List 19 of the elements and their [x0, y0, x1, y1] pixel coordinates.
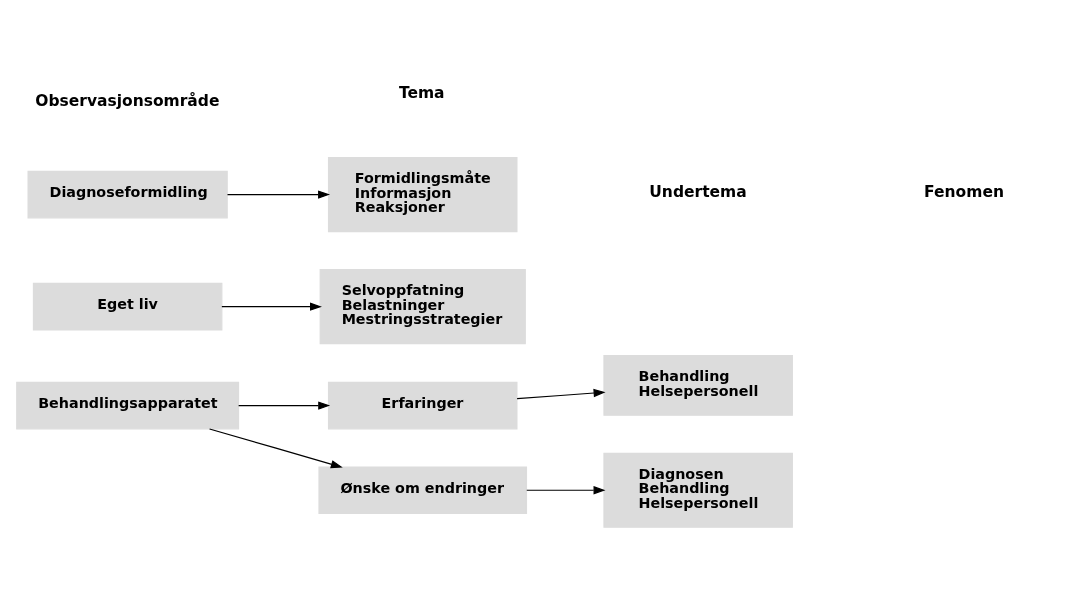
- arrow: [226, 190, 331, 199]
- node-box: Diagnosen Behandling Helsepersonell: [603, 452, 793, 528]
- label: Fenomen: [924, 183, 1004, 202]
- node-box: Selvoppfatning Belastninger Mestringsstrategier: [319, 269, 526, 345]
- node-box: Ønske om endringer: [318, 466, 528, 515]
- node-box: Behandling Helsepersonell: [603, 354, 793, 416]
- arrow: [238, 401, 331, 410]
- arrow: [526, 486, 606, 495]
- node-box: Formidlingsmåte Informasjon Reaksjoner: [327, 157, 518, 233]
- arrow: [209, 428, 343, 469]
- node-box: Behandlingsapparatet: [16, 381, 240, 430]
- arrow: [221, 302, 322, 311]
- node-box: Diagnoseformidling: [27, 170, 228, 219]
- label: Tema: [398, 84, 445, 103]
- node-box: Erfaringer: [327, 381, 518, 430]
- arrow: [516, 388, 606, 400]
- label: Observasjonsområde: [35, 91, 220, 110]
- node-box: Eget liv: [32, 282, 223, 331]
- label: Undertema: [649, 183, 747, 202]
